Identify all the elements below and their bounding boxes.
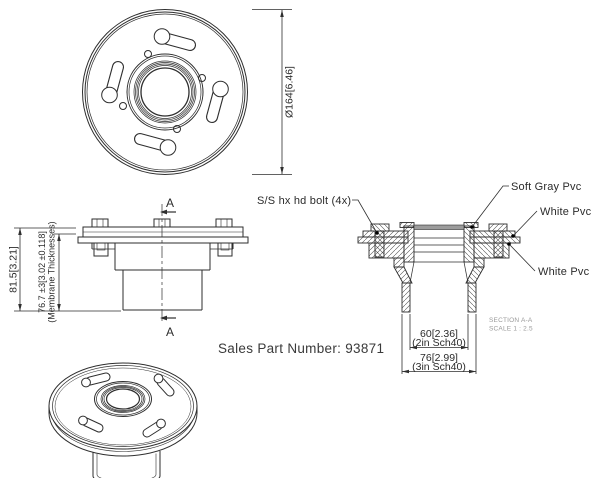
pipe-dimensions (401, 314, 477, 374)
thread-ring (136, 63, 194, 121)
leader-soft-gray (471, 185, 509, 228)
keyhole-slot (134, 133, 177, 156)
center-hole (140, 67, 190, 117)
height-dimensions (14, 227, 121, 312)
membrane-dim-label: 76.7 ±3[3.02 ±0.118] (37, 231, 47, 313)
section-right-half (463, 222, 521, 313)
outer-dia-note-label: (3in Sch40) (412, 361, 466, 373)
keyhole-slots (101, 28, 229, 156)
callout-bolt-label: S/S hx hd bolt (4x) (257, 195, 351, 207)
section-scale-label: SCALE 1 : 2.5 (489, 326, 533, 333)
leader-white-top (512, 210, 538, 237)
sales-part-number: Sales Part Number: 93871 (218, 341, 384, 356)
diameter-dimension (252, 9, 292, 175)
overall-height-dim-label: 81.5[3.21] (8, 246, 20, 293)
funnel-wall-section (393, 266, 413, 284)
iso-pipe (92, 451, 161, 478)
flange-rim-inner-circle (86, 13, 244, 171)
arrowhead-up (280, 10, 284, 17)
riser-top-lip (399, 222, 415, 228)
callout-white-pvc-top-label: White Pvc (540, 206, 592, 218)
iso-keyhole-slot (142, 418, 166, 438)
flange-body-section (368, 242, 405, 259)
soft-gray-pvc-gasket (413, 224, 465, 230)
callout-soft-gray-pvc-label: Soft Gray Pvc (511, 181, 582, 193)
flange-outer-circle (82, 9, 248, 175)
bolt-bosses (93, 242, 233, 257)
boss-inner-circle (128, 55, 202, 129)
leader-white-bottom (508, 243, 536, 272)
keyhole-slot (101, 61, 124, 104)
callout-white-pvc-bottom-label: White Pvc (538, 266, 590, 278)
keyhole-slot (153, 28, 196, 51)
clamp-plate-top (362, 230, 409, 238)
boss-outer-circle (126, 53, 204, 131)
shoulder-section (393, 257, 405, 268)
iso-keyhole-slot (153, 373, 175, 397)
membrane-note-label: (Membrane Thicknesses) (47, 221, 57, 322)
keyhole-slot (206, 80, 229, 123)
section-marker-a-bottom: A (166, 325, 174, 339)
clamp-ring-plates (77, 226, 249, 244)
section-marker-a-top: A (166, 196, 174, 210)
isometric-view (48, 362, 198, 478)
inner-dia-dim-label: 60[2.36] (420, 328, 458, 340)
iso-flange-rim-line (52, 365, 194, 447)
leader-bolt (352, 199, 378, 234)
outer-dia-dim-label: 76[2.99] (420, 352, 458, 364)
inner-dia-note-label: (2in Sch40) (412, 337, 466, 349)
pipe-outline (122, 270, 203, 311)
diameter-dim-label: Ø164[6.46] (284, 66, 296, 118)
section-left-half (357, 222, 415, 313)
callout-leaders (352, 185, 538, 272)
arrowhead-down (280, 167, 284, 174)
pipe-wall-section (401, 282, 411, 313)
thread-ring (138, 65, 192, 119)
section-view (352, 185, 538, 374)
iso-flange-rim-line2 (54, 367, 192, 446)
section-title-label: SECTION A-A (489, 317, 533, 324)
riser-wall-section (403, 225, 415, 263)
membrane-lines (414, 237, 464, 263)
top-view (82, 9, 292, 175)
section-cut-arrows (160, 209, 176, 321)
iso-boss (94, 381, 152, 417)
body-outline (91, 243, 234, 271)
flange-rim-circle (84, 11, 246, 173)
iso-flange-top (48, 362, 198, 450)
thread-ring (133, 60, 197, 124)
thread-ring (135, 62, 195, 122)
iso-keyhole-slot (78, 415, 104, 433)
iso-keyhole-slot (81, 372, 111, 388)
pilot-holes (119, 50, 206, 133)
iso-keyhole-slots (78, 372, 175, 438)
front-view (14, 204, 249, 322)
